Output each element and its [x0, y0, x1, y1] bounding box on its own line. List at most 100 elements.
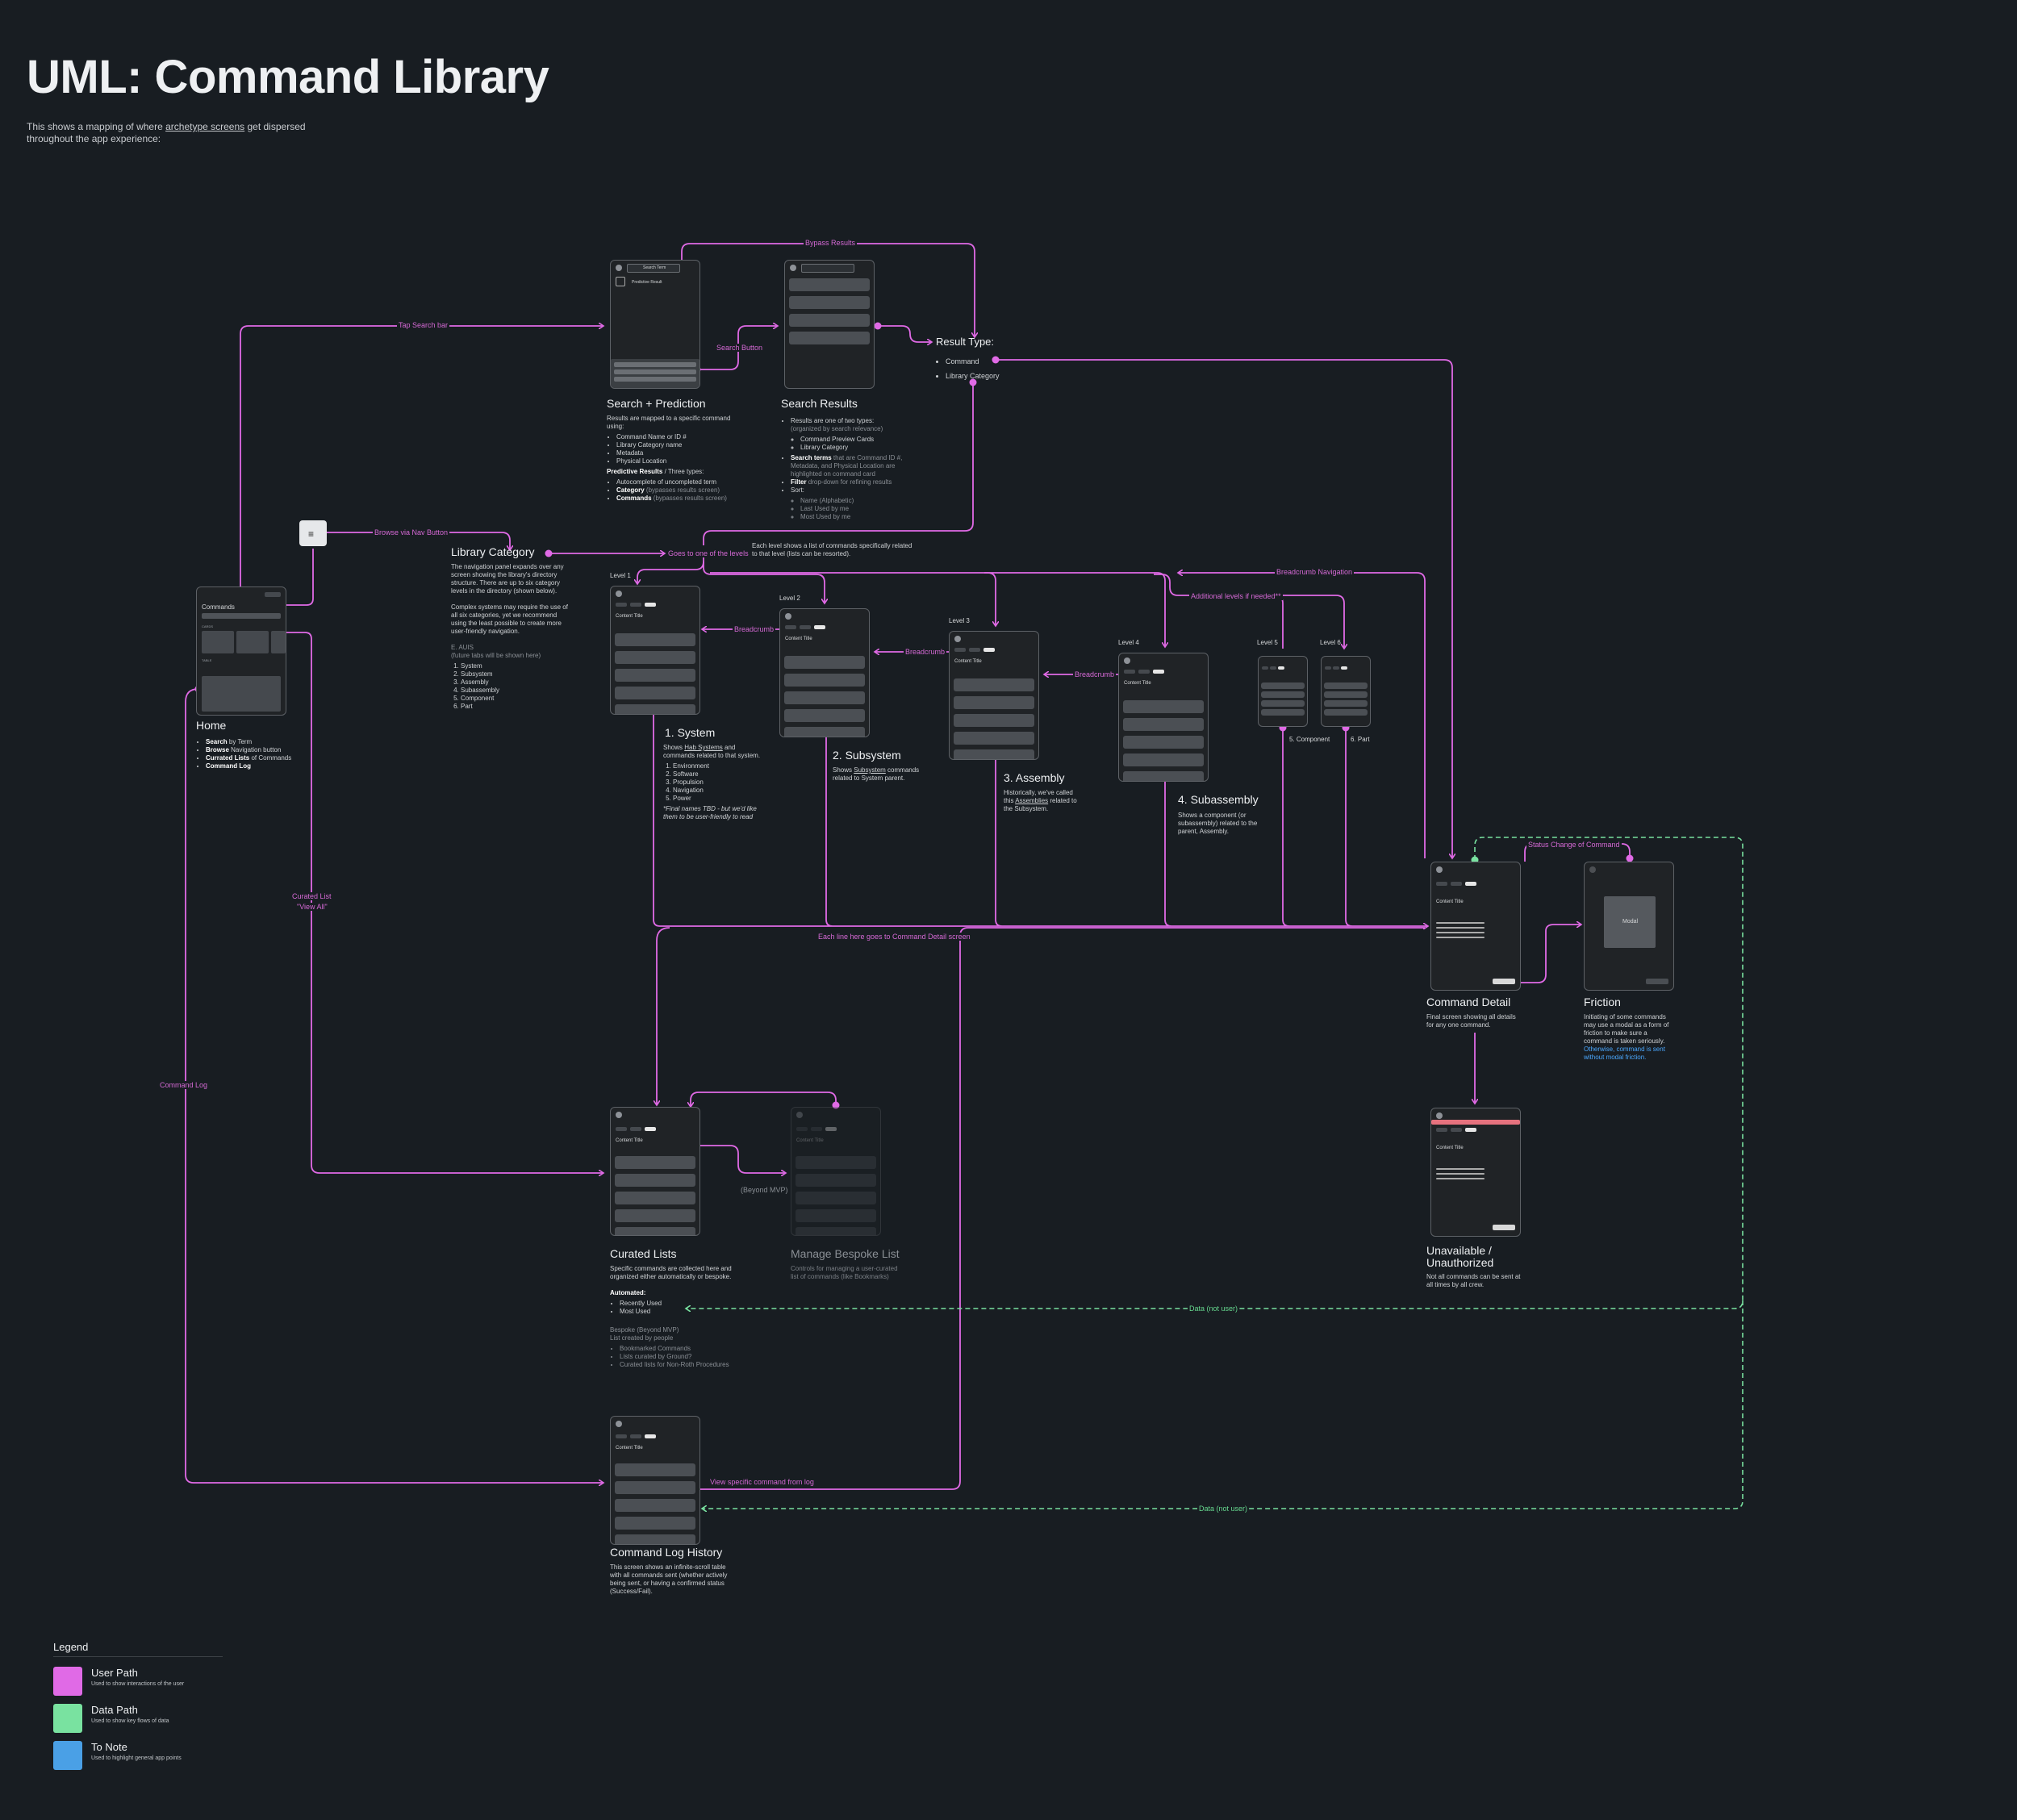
- path-curated-manage: [694, 1145, 786, 1173]
- command-detail-screen[interactable]: Content Title: [1430, 862, 1521, 991]
- command-log-title: Command Log History: [610, 1546, 723, 1559]
- level-1-label: Level 1: [610, 572, 631, 579]
- assembly-title: 3. Assembly: [1004, 771, 1065, 784]
- system-screen[interactable]: Content Title: [610, 586, 700, 715]
- curated-lists-title: Curated Lists: [610, 1247, 677, 1260]
- path-fan-l2: [703, 561, 825, 603]
- label-tap-search: Tap Search bar: [397, 321, 450, 329]
- path-command-to-detail: [996, 359, 1452, 858]
- legend-user-path-desc: Used to show interactions of the user: [91, 1681, 185, 1687]
- search-results-desc: Results are one of two types:(organized …: [781, 415, 910, 524]
- command-log-screen[interactable]: Content Title: [610, 1416, 700, 1545]
- search-prediction-desc: Results are mapped to a specific command…: [607, 415, 736, 505]
- home-title: Home: [196, 719, 227, 732]
- label-search-button: Search Button: [715, 344, 765, 352]
- level-2-label: Level 2: [779, 595, 800, 602]
- label-goes-to-level: Goes to one of the levels: [666, 549, 750, 557]
- level-6-label: Level 6: [1320, 639, 1341, 646]
- legend-swatch-data-path: [53, 1704, 82, 1733]
- curated-lists-screen[interactable]: Content Title: [610, 1107, 700, 1236]
- unavailable-title-1: Unavailable /: [1426, 1244, 1492, 1257]
- legend-user-path-name: User Path: [91, 1667, 138, 1679]
- path-browse-nav: [327, 532, 510, 550]
- level-3-label: Level 3: [949, 617, 970, 624]
- path-detail-friction: [1520, 925, 1581, 983]
- label-breadcrumb-nav: Breadcrumb Navigation: [1275, 568, 1355, 576]
- search-prediction-title: Search + Prediction: [607, 397, 706, 410]
- label-curated-list: Curated List: [290, 892, 333, 900]
- manage-bespoke-screen[interactable]: Content Title: [791, 1107, 881, 1236]
- unavailable-title-2: Unauthorized: [1426, 1256, 1494, 1269]
- assembly-screen[interactable]: Content Title: [949, 631, 1039, 760]
- search-results-screen[interactable]: [784, 260, 875, 389]
- path-command-log: [185, 688, 603, 1483]
- unavailable-screen[interactable]: Content Title: [1430, 1108, 1521, 1237]
- subsystem-desc: Shows Subsystem commands related to Syst…: [833, 766, 920, 782]
- label-bypass-results: Bypass Results: [804, 239, 858, 247]
- label-data-curated: Data (not user): [1188, 1304, 1240, 1313]
- system-title: 1. System: [665, 726, 716, 739]
- curated-lists-desc: Specific commands are collected here and…: [610, 1265, 739, 1371]
- result-type-title: Result Type:: [936, 336, 995, 348]
- legend-data-path-name: Data Path: [91, 1704, 138, 1716]
- label-command-log: Command Log: [158, 1081, 210, 1089]
- level-4-label: Level 4: [1118, 639, 1139, 646]
- label-additional-levels: Additional levels if needed**: [1189, 592, 1283, 600]
- archetype-link[interactable]: archetype screens: [165, 121, 245, 132]
- unavailable-desc: Not all commands can be sent at all time…: [1426, 1273, 1521, 1288]
- legend-divider: [53, 1656, 223, 1657]
- subassembly-screen[interactable]: Content Title: [1118, 653, 1209, 782]
- legend-data-path-desc: Used to show key flows of data: [91, 1718, 169, 1724]
- subassembly-title: 4. Subassembly: [1178, 793, 1259, 806]
- part-title: 6. Part: [1351, 736, 1370, 743]
- home-screen[interactable]: Commands CARDS TABLE: [196, 586, 286, 716]
- subsystem-screen[interactable]: Content Title: [779, 608, 870, 737]
- path-fan-more: [1154, 574, 1344, 649]
- level-note: Each level shows a list of commands spec…: [752, 542, 912, 557]
- label-data-log: Data (not user): [1197, 1505, 1250, 1513]
- command-detail-desc: Final screen showing all details for any…: [1426, 1013, 1516, 1029]
- data-path-log: [702, 1300, 1743, 1509]
- subsystem-title: 2. Subsystem: [833, 749, 901, 762]
- path-manage-curated: [691, 1092, 837, 1107]
- label-each-line: Each line here goes to Command Detail sc…: [816, 933, 972, 941]
- command-detail-title: Command Detail: [1426, 996, 1511, 1008]
- legend-to-note-desc: Used to highlight general app points: [91, 1755, 182, 1761]
- manage-bespoke-desc: Controls for managing a user-curated lis…: [791, 1265, 898, 1280]
- command-log-desc: This screen shows an infinite-scroll tab…: [610, 1563, 728, 1595]
- manage-bespoke-title: Manage Bespoke List: [791, 1247, 900, 1260]
- legend-to-note-name: To Note: [91, 1741, 127, 1753]
- path-tap-search: [240, 326, 603, 615]
- search-prediction-screen[interactable]: Search Term Predictive Result: [610, 260, 700, 389]
- search-results-title: Search Results: [781, 397, 858, 410]
- legend-swatch-user-path: [53, 1667, 82, 1696]
- library-category-title: Library Category: [451, 545, 535, 558]
- label-beyond-mvp: (Beyond MVP): [739, 1186, 790, 1194]
- component-screen[interactable]: [1258, 656, 1308, 727]
- browse-nav-button[interactable]: ≡: [299, 520, 327, 546]
- label-breadcrumb-3: Breadcrumb: [1073, 670, 1117, 678]
- path-curated-view-all: [279, 632, 603, 1173]
- home-desc: Search by Term Browse Navigation button …: [196, 736, 309, 773]
- page-subtitle: This shows a mapping of where archetype …: [27, 121, 306, 144]
- label-view-specific: View specific command from log: [708, 1478, 816, 1486]
- path-home-navbtn: [278, 549, 314, 606]
- legend-swatch-to-note: [53, 1741, 82, 1770]
- label-status-change: Status Change of Command: [1526, 841, 1622, 849]
- part-screen[interactable]: [1321, 656, 1371, 727]
- label-browse-nav: Browse via Nav Button: [373, 528, 450, 536]
- library-category-desc: The navigation panel expands over any sc…: [451, 563, 572, 713]
- path-view-from-log: [678, 927, 1425, 1490]
- friction-screen[interactable]: Modal: [1584, 862, 1674, 991]
- path-levels-to-detail: [653, 695, 1425, 927]
- path-breadcrumb-nav: [1178, 573, 1426, 858]
- level-5-label: Level 5: [1257, 639, 1278, 646]
- component-title: 5. Component: [1289, 736, 1330, 743]
- assembly-desc: Historically, we've called this Assembli…: [1004, 789, 1077, 812]
- path-levels-to-curated: [657, 927, 670, 1105]
- path-to-result: [878, 325, 932, 342]
- data-path-curated: [686, 837, 1743, 1309]
- label-breadcrumb-2: Breadcrumb: [904, 648, 947, 656]
